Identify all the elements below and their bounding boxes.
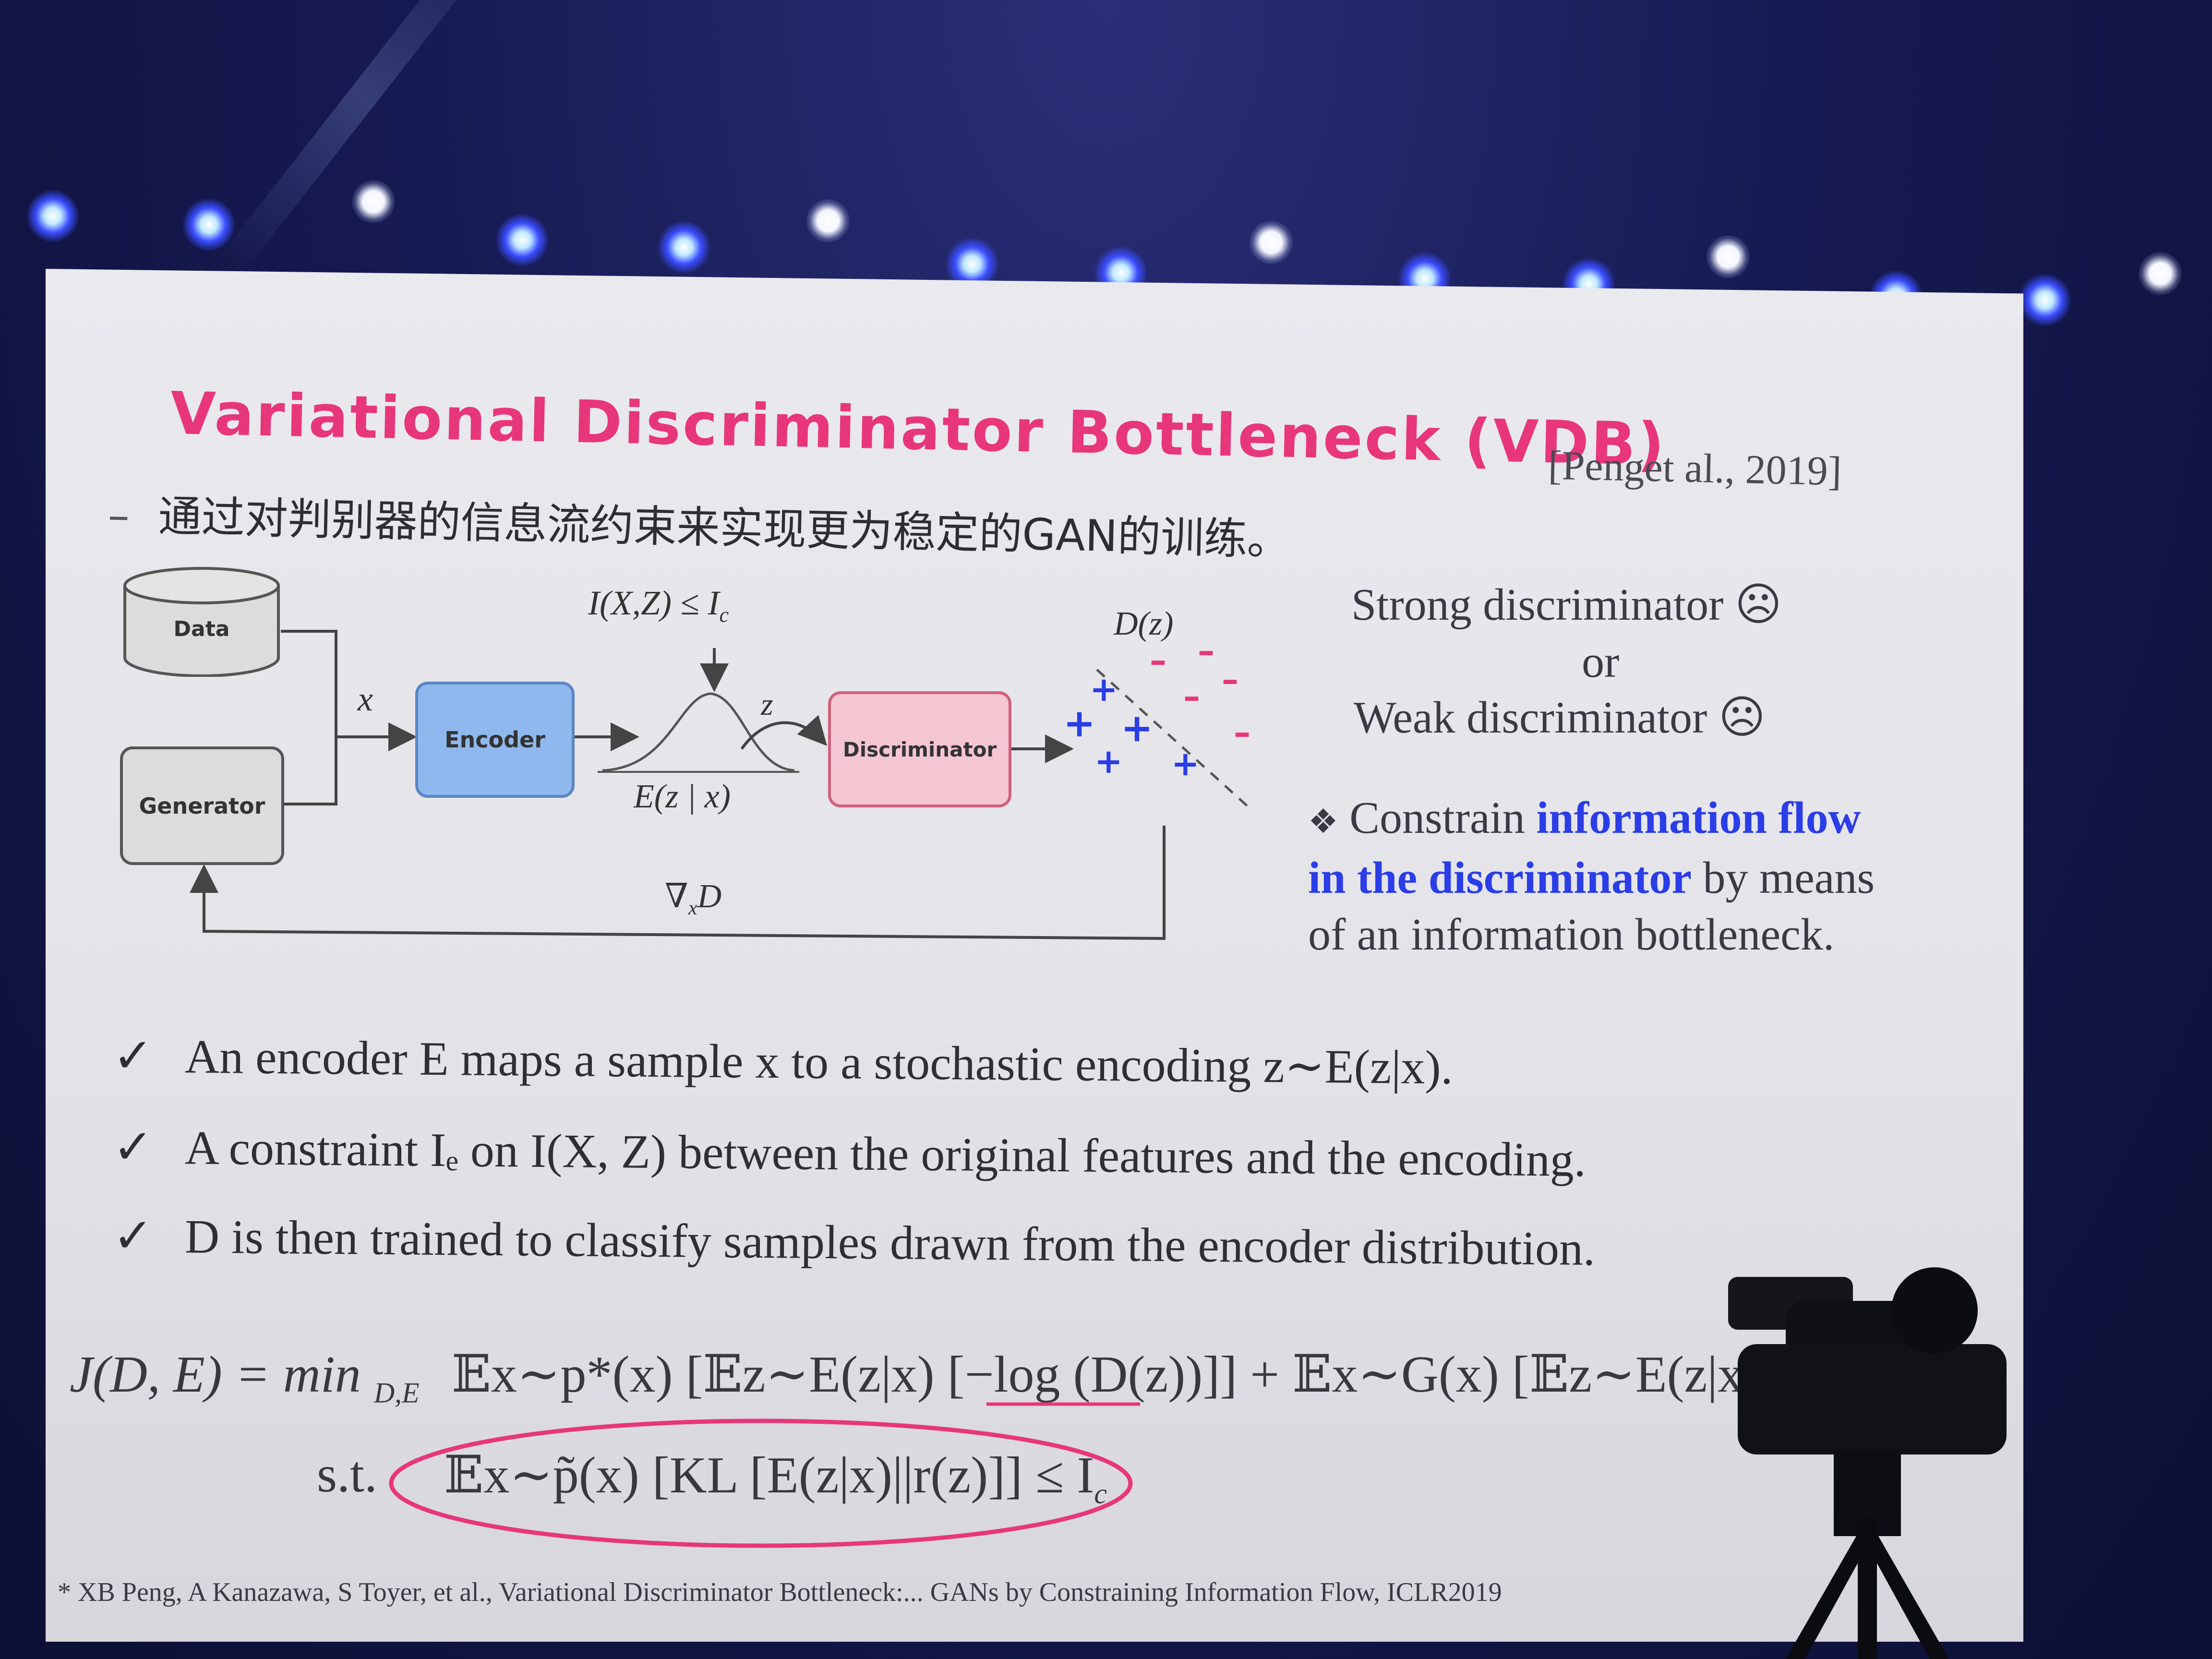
diamond-bullet-icon: ❖ <box>1308 802 1338 841</box>
minus-mark: – <box>1234 713 1250 752</box>
generator-label: Generator <box>139 793 265 819</box>
bullet-text: D is then trained to classify samples dr… <box>184 1210 1596 1275</box>
stage-light-blue <box>182 198 235 251</box>
light-beam <box>217 0 506 277</box>
highlight-in-discriminator: in the discriminator <box>1308 853 1692 903</box>
stage-light-white <box>1250 221 1293 264</box>
stage-light-blue <box>26 190 79 242</box>
stage-light-white <box>1707 235 1750 278</box>
check-icon: ✓ <box>112 1120 154 1174</box>
stage-light-white <box>352 180 395 223</box>
data-cylinder: Data <box>122 566 281 677</box>
merge-line <box>281 630 337 805</box>
stage-light-white <box>806 199 850 242</box>
x-label: x <box>358 680 373 718</box>
decision-boundary <box>1096 669 1251 810</box>
bottleneck-text: of an information bottleneck. <box>1308 910 1835 960</box>
by-means-text: by means <box>1703 853 1875 903</box>
minus-mark: – <box>1198 631 1214 671</box>
sad-face-icon: ☹ <box>1734 578 1782 631</box>
weak-discriminator-line: Weak discriminator ☹ <box>1354 691 1766 744</box>
gradient-sub: x <box>688 897 697 919</box>
equation-line-1: J(D, E) = min D,E 𝔼x∼p*(x) [𝔼z∼E(z|x) [−… <box>70 1344 1887 1410</box>
gradient-label: ∇xD <box>665 876 721 920</box>
footnote: * XB Peng, A Kanazawa, S Toyer, et al., … <box>58 1577 1502 1607</box>
discriminator-box: Discriminator <box>828 691 1011 807</box>
equation-rhs: 𝔼x∼p*(x) [𝔼z∼E(z|x) [−log (D(z))]] + 𝔼x∼… <box>451 1346 1887 1403</box>
highlight-information-flow: information flow <box>1536 793 1861 843</box>
encoder-label: Encoder <box>445 727 545 753</box>
projected-slide: Variational Discriminator Bottleneck (VD… <box>46 269 2023 1642</box>
plus-mark: + <box>1090 670 1118 709</box>
constraint-text: I(X,Z) ≤ I <box>588 584 720 622</box>
check-icon: ✓ <box>112 1209 154 1263</box>
stage-light-blue <box>496 214 549 266</box>
discriminator-label: Discriminator <box>842 737 997 761</box>
citation: [Penget al., 2019] <box>1548 442 1842 494</box>
stage-light-blue <box>2019 274 2071 326</box>
highlight-ellipse <box>389 1419 1133 1548</box>
bullet-text: A constraint Iₑ on I(X, Z) between the o… <box>184 1121 1587 1187</box>
strong-text: Strong discriminator <box>1351 580 1724 630</box>
nabla-symbol: ∇ <box>665 878 688 915</box>
underline-mark <box>986 1402 1140 1406</box>
gradient-tail: D <box>697 878 722 915</box>
equation-min-sub: D,E <box>373 1377 420 1409</box>
bullet-item: ✓ A constraint Iₑ on I(X, Z) between the … <box>112 1118 1587 1188</box>
strong-discriminator-line: Strong discriminator ☹ <box>1351 578 1782 631</box>
plus-mark: + <box>1094 742 1123 781</box>
minus-mark: – <box>1150 641 1166 680</box>
equation-lhs: J(D, E) = min <box>70 1346 361 1403</box>
minus-mark: – <box>1183 677 1200 716</box>
bullet-item: ✓ D is then trained to classify samples d… <box>112 1207 1596 1276</box>
database-icon <box>123 567 280 677</box>
plus-mark: + <box>1171 744 1200 783</box>
constraint-expression: 𝔼x∼p̃(x) [KL [E(z|x)||r(z)]] ≤ I <box>444 1447 1094 1504</box>
output-label: D(z) <box>1114 605 1174 642</box>
check-icon: ✓ <box>112 1029 154 1083</box>
constraint-sub: c <box>719 603 729 627</box>
gaussian-curve <box>602 692 795 772</box>
gradient-feedback-line <box>190 826 1166 940</box>
z-label: z <box>761 687 773 722</box>
equation-st: s.t. <box>317 1446 378 1503</box>
minus-mark: – <box>1222 660 1238 699</box>
plus-mark: + <box>1121 706 1154 750</box>
data-label: Data <box>173 617 230 641</box>
bullet-item: ✓ An encoder E maps a sample x to a stoch… <box>112 1027 1454 1095</box>
constrain-word: Constrain <box>1349 793 1525 843</box>
video-camera-silhouette <box>1728 1267 2007 1659</box>
diagram-connectors <box>190 630 1251 940</box>
constraint-label: I(X,Z) ≤ Ic <box>588 583 729 627</box>
constrain-paragraph: ❖ Constrain information flow in the disc… <box>1308 790 1875 963</box>
stage-light-blue <box>658 221 710 274</box>
generator-box: Generator <box>120 746 284 865</box>
or-text: or <box>1582 637 1620 687</box>
sad-face-icon: ☹ <box>1718 691 1766 744</box>
equation-constraint: 𝔼x∼p̃(x) [KL [E(z|x)||r(z)]] ≤ Ic <box>444 1445 1107 1511</box>
bullet-text: An encoder E maps a sample x to a stocha… <box>184 1030 1454 1094</box>
encoding-label: E(z | x) <box>634 778 731 815</box>
encoder-box: Encoder <box>415 682 575 798</box>
plus-mark: + <box>1063 701 1096 745</box>
z-arrow <box>740 715 828 750</box>
weak-text: Weak discriminator <box>1354 693 1707 743</box>
stage-light-white <box>2139 252 2182 295</box>
